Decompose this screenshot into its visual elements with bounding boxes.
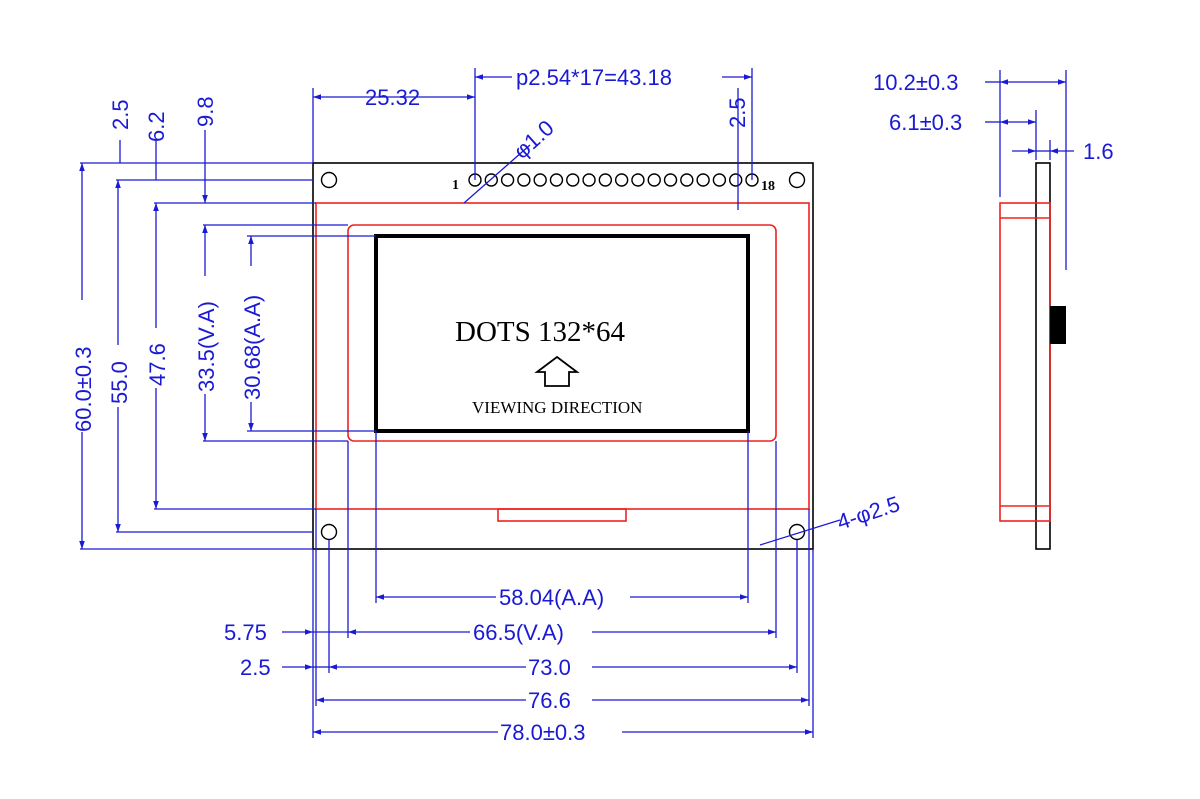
dim-left-va: 5.75 bbox=[224, 620, 267, 645]
mounting-hole-tl bbox=[320, 171, 338, 189]
dim-width-bezel: 76.6 bbox=[528, 688, 571, 713]
pin-hole-12 bbox=[647, 173, 661, 187]
dim-top-hole: 2.5 bbox=[108, 99, 133, 130]
dim-thickness-module: 6.1±0.3 bbox=[889, 110, 962, 135]
side-connector bbox=[1050, 306, 1066, 344]
dim-width-total: 78.0±0.3 bbox=[500, 720, 585, 745]
dots-label: DOTS 132*64 bbox=[455, 316, 625, 348]
pin-hole-6 bbox=[549, 173, 564, 187]
pin-hole-13 bbox=[663, 173, 678, 187]
dim-thickness-total: 10.2±0.3 bbox=[873, 70, 958, 95]
pin-hole-14 bbox=[680, 173, 694, 187]
side-module-body bbox=[999, 202, 1051, 522]
mounting-hole-bl bbox=[320, 523, 338, 541]
active-area-screen bbox=[374, 234, 750, 433]
front-view: 1 18 DOTS 132*64 VIEWING DIRECTION bbox=[312, 162, 814, 550]
pin-hole-16 bbox=[712, 173, 727, 187]
dim-width-va: 66.5(V.A) bbox=[473, 620, 564, 645]
viewing-direction-arrow-icon bbox=[534, 355, 580, 387]
pin-hole-3 bbox=[500, 173, 515, 187]
pin-hole-17 bbox=[729, 173, 743, 187]
dim-top-va: 9.8 bbox=[193, 96, 218, 127]
mounting-hole-br bbox=[788, 523, 806, 541]
bottom-tab bbox=[497, 508, 627, 522]
dim-width-aa: 58.04(A.A) bbox=[499, 585, 604, 610]
side-view: 10.2±0.3 6.1±0.3 1.6 bbox=[873, 70, 1114, 550]
pin-hole-10 bbox=[614, 173, 629, 187]
dim-width-holes: 73.0 bbox=[528, 655, 571, 680]
viewing-area-outline bbox=[347, 224, 777, 442]
dim-height-bezel: 47.6 bbox=[145, 343, 170, 386]
pcb-outline bbox=[312, 162, 814, 550]
side-pcb bbox=[1035, 162, 1051, 550]
dim-pin-edge: 2.5 bbox=[725, 97, 750, 128]
pin-hole-5 bbox=[533, 173, 547, 187]
pin-hole-15 bbox=[696, 173, 710, 187]
viewing-direction-label: VIEWING DIRECTION bbox=[472, 398, 642, 417]
dim-pin-offset: 25.32 bbox=[365, 85, 420, 110]
dim-height-holes: 55.0 bbox=[107, 361, 132, 404]
pin-1-label: 1 bbox=[452, 178, 459, 193]
pin-hole-9 bbox=[598, 173, 613, 187]
dim-height-aa: 30.68(A.A) bbox=[240, 295, 265, 400]
pin-hole-4 bbox=[517, 173, 531, 187]
dim-height-va: 33.5(V.A) bbox=[194, 301, 219, 392]
pin-holes bbox=[468, 173, 759, 187]
pin-hole-7 bbox=[566, 173, 580, 187]
dim-mount-holes: 4-φ2.5 bbox=[834, 491, 903, 535]
dim-pcb-thickness: 1.6 bbox=[1083, 139, 1114, 164]
pin-18-label: 18 bbox=[761, 179, 775, 194]
dim-top-bezel: 6.2 bbox=[144, 111, 169, 142]
dim-left-hole: 2.5 bbox=[240, 655, 271, 680]
pin-hole-8 bbox=[582, 173, 596, 187]
dim-pin-pitch: p2.54*17=43.18 bbox=[516, 65, 672, 90]
pin-hole-11 bbox=[631, 173, 645, 187]
mounting-hole-tr bbox=[788, 171, 806, 189]
dim-height-total: 60.0±0.3 bbox=[71, 347, 96, 432]
